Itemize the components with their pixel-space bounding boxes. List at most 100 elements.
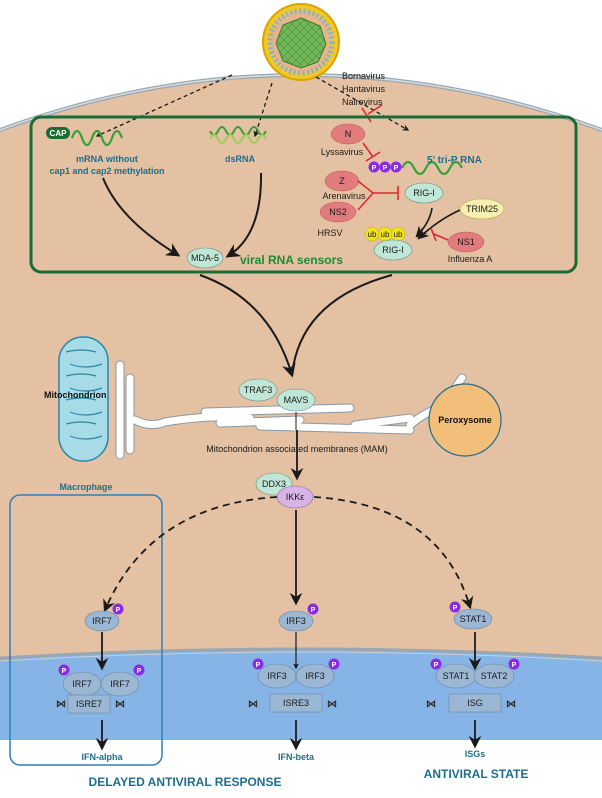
dsrna-helix: [209, 126, 267, 144]
svg-text:P: P: [394, 165, 399, 172]
macrophage-label: Macrophage: [59, 482, 112, 492]
svg-text:⋈: ⋈: [248, 699, 258, 710]
mrna-label: mRNA without: [76, 154, 138, 164]
isre7-label: ISRE7: [76, 699, 102, 709]
irf7-dimer-right-label: IRF7: [110, 679, 130, 689]
peroxysome-label: Peroxysome: [438, 415, 492, 425]
svg-text:ub: ub: [381, 230, 390, 239]
antiviral-state-title: ANTIVIRAL STATE: [424, 767, 529, 781]
ifn-alpha-label: IFN-alpha: [81, 752, 123, 762]
svg-text:P: P: [434, 662, 439, 669]
virus-label-nairovirus: Nairovirus: [342, 97, 383, 107]
traf3-label: TRAF3: [244, 385, 273, 395]
capped-mrna: CAP: [46, 127, 124, 147]
svg-text:P: P: [62, 668, 67, 675]
dsrna-label: dsRNA: [225, 154, 256, 164]
mavs-label: MAVS: [284, 395, 309, 405]
viral-protein-n-label: N: [345, 129, 352, 139]
viral-protein-ns1: [447, 231, 485, 253]
svg-text:P: P: [137, 668, 142, 675]
ubiquitinated-rigi-node: [373, 239, 413, 261]
svg-text:P: P: [311, 607, 316, 614]
irf3-dimer-right-label: IRF3: [305, 671, 325, 681]
arrow-virus-to-dsrna: [253, 82, 273, 138]
inhibit-bar-top: [367, 104, 383, 115]
svg-text:⋈: ⋈: [115, 699, 125, 710]
svg-text:⋈: ⋈: [506, 699, 516, 710]
mitochondrion: [58, 336, 109, 462]
ikk-epsilon-label: IKKε: [286, 492, 305, 502]
svg-text:ub: ub: [394, 230, 403, 239]
viral-protein-ns2-label: NS2: [329, 207, 347, 217]
trim25-node: [459, 198, 505, 220]
isre3-label: ISRE3: [283, 698, 309, 708]
svg-text:P: P: [332, 662, 337, 669]
virus-particle: [262, 3, 340, 81]
arrow-virus-to-mrna: [95, 74, 233, 137]
ubiquitinated-rigi-label: RIG-I: [382, 245, 404, 255]
pathway-irf7: IRF7 P IRF7 IRF7 P P ⋈ ISRE7 ⋈ IFN-alpha: [56, 603, 145, 762]
arrow-rigi-to-mavs: [291, 274, 393, 376]
arrow-ikk-to-stat1: [313, 496, 474, 610]
rigi-node: [404, 182, 444, 204]
triphosphate-rna: P P P: [368, 160, 463, 176]
ifn-beta-label: IFN-beta: [278, 752, 315, 762]
irf3-dimer-left-label: IRF3: [267, 671, 287, 681]
pathway-irf3: IRF3 P IRF3 IRF3 P P ⋈ ISRE3 ⋈ IFN-beta: [248, 603, 340, 762]
virus-label-hrsv: HRSV: [317, 228, 342, 238]
isg-label: ISG: [467, 698, 483, 708]
peroxysome: [428, 383, 502, 457]
nuclear-envelope: [0, 647, 602, 660]
irf7-dimer-left-label: IRF7: [72, 679, 92, 689]
stat1-dimer-label: STAT1: [443, 671, 470, 681]
arrow-ikk-to-irf7: [103, 496, 278, 613]
inhibit-z-ns2-rigi: [357, 180, 398, 211]
svg-text:P: P: [453, 605, 458, 612]
viral-rna-sensors-box: [29, 115, 578, 274]
svg-text:⋈: ⋈: [327, 699, 337, 710]
viral-protein-z-label: Z: [339, 176, 345, 186]
svg-text:P: P: [372, 165, 377, 172]
cap-label: CAP: [50, 129, 68, 138]
stat1-cyto-label: STAT1: [460, 614, 487, 624]
viral-protein-ns2: [319, 201, 357, 223]
sensor-box-title: viral RNA sensors: [240, 253, 343, 267]
pathway-stat: STAT1 P STAT1 STAT2 P P ⋈ ISG ⋈ ISGs: [426, 601, 520, 759]
virus-label-hantavirus: Hantavirus: [342, 84, 386, 94]
virus-label-arenavirus: Arenavirus: [322, 191, 366, 201]
viral-protein-n: [330, 123, 366, 145]
svg-text:P: P: [116, 607, 121, 614]
arrow-mrna-to-mda5: [102, 177, 181, 257]
svg-text:⋈: ⋈: [56, 699, 66, 710]
arrow-mda5-to-mavs: [199, 274, 296, 378]
virus-label-bornavirus: Bornavirus: [342, 71, 386, 81]
svg-text:⋈: ⋈: [426, 699, 436, 710]
irf3-cyto-label: IRF3: [286, 616, 306, 626]
rigi-label: RIG-I: [413, 188, 435, 198]
traf3-node: [238, 378, 278, 402]
arrow-virus-to-triP: [315, 76, 410, 131]
mda5-node: [186, 247, 224, 269]
svg-text:P: P: [383, 165, 388, 172]
macrophage-box: [9, 494, 163, 766]
cytoplasm: [0, 75, 602, 793]
arrow-dsrna-to-mda5: [225, 172, 263, 258]
delayed-antiviral-response-title: DELAYED ANTIVIRAL RESPONSE: [89, 775, 282, 789]
viral-protein-ns1-label: NS1: [457, 237, 475, 247]
mrna-label-2: cap1 and cap2 methylation: [49, 166, 164, 176]
ubiquitin-chain: ub ub ub: [364, 226, 406, 242]
mavs-node: [276, 388, 316, 412]
irf7-cyto-label: IRF7: [92, 616, 112, 626]
isgs-label: ISGs: [465, 749, 486, 759]
triP-rna-label: 5’ tri-P RNA: [427, 155, 482, 166]
svg-text:P: P: [512, 662, 517, 669]
arrow-trim25-to-ubrigi: [417, 209, 461, 240]
stat2-dimer-label: STAT2: [481, 671, 508, 681]
ddx3-label: DDX3: [262, 479, 286, 489]
virus-label-influenza-a: Influenza A: [448, 254, 493, 264]
mitochondrion-label: Mitochondrion: [44, 390, 107, 400]
mda5-label: MDA-5: [191, 253, 219, 263]
virus-label-lyssavirus: Lyssavirus: [321, 147, 364, 157]
trim25-label: TRIM25: [466, 204, 498, 214]
